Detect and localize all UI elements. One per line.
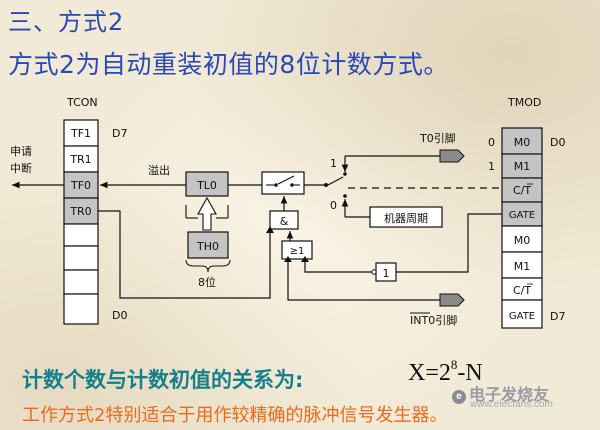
tmod-cell-1	[501, 153, 543, 179]
t0-pin-label: T0引脚	[419, 131, 456, 145]
tr0-and-arrowhead	[266, 226, 274, 233]
not-gate-bubble	[371, 269, 377, 275]
formula-exponent: 8	[450, 357, 458, 372]
tmod-bit-ct: C/T	[513, 184, 531, 197]
tmod-m0-value: 0	[488, 136, 495, 149]
watermark-text: 电子发烧友	[469, 387, 550, 404]
tmod-title: TMOD	[507, 96, 541, 109]
selector-contact-0	[343, 194, 347, 198]
int0-pin-label: INT0引脚	[410, 313, 457, 327]
t0-pin-symbol	[439, 149, 465, 163]
watermark-url: www.elecfans.com	[470, 399, 553, 410]
tmod-bit-m1: M1	[514, 160, 531, 173]
tcon-title: TCON	[66, 96, 98, 109]
int0-to-or-wire	[287, 259, 440, 301]
selector-1-label: 1	[330, 157, 337, 170]
tcon-cell-7	[63, 293, 99, 325]
not-gate-label: 1	[383, 267, 390, 280]
th0-label: TH0	[196, 240, 219, 253]
or-gate-label: ≥1	[290, 246, 305, 257]
tcon-cell-4	[63, 223, 99, 247]
tmod-bit-ct-t1: C/T	[513, 284, 531, 297]
selector-blade	[327, 176, 344, 186]
tmod-m1-value: 1	[488, 160, 495, 173]
tmod-cell-0	[501, 127, 543, 155]
tmod-cell-4	[501, 225, 543, 253]
tmod-register: M0 M1 C/T GATE M0 M1 C/T GATE	[501, 127, 543, 329]
int0-pin-symbol	[439, 293, 465, 307]
tmod-bit-m0-t1: M0	[514, 234, 531, 247]
tl0-box	[185, 171, 229, 197]
tcon-cell-2	[63, 171, 99, 199]
selector-pivot	[324, 183, 328, 187]
formula-expression: X=28-N	[408, 357, 483, 387]
tmod-d0-label: D0	[550, 136, 565, 149]
eight-bit-brace	[185, 259, 231, 273]
gate-to-not-wire	[396, 213, 502, 273]
tcon-cell-1	[63, 145, 99, 173]
tmod-d7-label: D7	[550, 310, 565, 323]
selector-0-label: 0	[330, 199, 337, 212]
machine-cycle-label: 机器周期	[384, 211, 428, 225]
watermark-logo-icon: e	[452, 390, 466, 404]
or-gate	[281, 240, 313, 260]
int0-or-arrowhead	[284, 256, 292, 262]
tr0-to-and-wire	[98, 210, 271, 299]
tmod-bit-m0: M0	[514, 136, 531, 149]
note-text: 工作方式2特别适合于用作较精确的脉冲信号发生器。	[22, 405, 448, 426]
tcon-cell-3	[63, 197, 99, 225]
tcon-cell-0	[63, 119, 99, 147]
tcon-register: TF1 TR1 TF0 TR0	[63, 119, 99, 325]
tcon-bit-tf1: TF1	[70, 127, 91, 140]
formula-suffix: -N	[457, 360, 483, 386]
formula-text: 计数个数与计数初值的关系为:	[22, 368, 304, 392]
tmod-cell-3	[501, 201, 543, 227]
tcon-bit-tr1: TR1	[69, 153, 91, 166]
tcon-bit-tr0: TR0	[69, 205, 91, 218]
tmod-bit-m1-t1: M1	[514, 260, 531, 273]
not-or-arrowhead	[301, 256, 309, 262]
tcon-cell-5	[63, 245, 99, 271]
heading: 三、方式2	[8, 8, 125, 36]
formula-prefix: X=2	[408, 360, 451, 386]
subtitle: 方式2为自动重装初值的8位计数方式。	[8, 50, 449, 79]
tmod-cell-2	[501, 177, 543, 203]
tcon-cell-6	[63, 269, 99, 295]
interrupt-request-label-line1: 申请	[10, 145, 32, 158]
tmod-bit-gate: GATE	[509, 210, 535, 221]
and-gate-label: &	[280, 215, 289, 228]
tmod-cell-7	[501, 299, 543, 329]
tcon-d7-label: D7	[112, 127, 127, 140]
tmod-bit-gate-t1: GATE	[509, 311, 535, 322]
control-switch-box	[261, 171, 305, 195]
eight-bit-label: 8位	[198, 275, 216, 289]
switch-contact-left	[274, 183, 278, 187]
overflow-label: 溢出	[148, 163, 170, 177]
switch-blade	[277, 175, 295, 185]
selector-contact-1	[343, 172, 347, 176]
reload-arrow	[197, 196, 217, 231]
th0-box	[187, 231, 229, 259]
not-to-or-wire	[304, 259, 372, 273]
switch-contact-right	[290, 183, 294, 187]
tcon-d0-label: D0	[112, 309, 127, 322]
tl0-label: TL0	[196, 179, 217, 192]
interrupt-request-label-line2: 中断	[10, 161, 32, 175]
tcon-bit-tf0: TF0	[70, 179, 91, 192]
